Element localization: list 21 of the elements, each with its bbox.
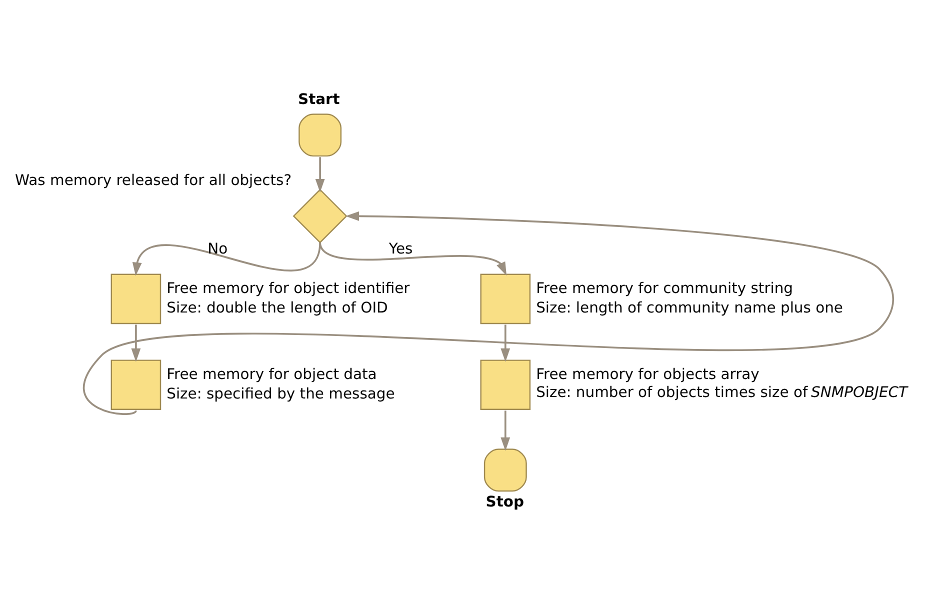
arrow — [131, 324, 141, 362]
arrow — [500, 410, 510, 451]
node-label: Stop — [486, 493, 524, 510]
node-label: Free memory for community string — [536, 280, 794, 297]
edge-label: Yes — [388, 240, 413, 258]
node-label: Size: double the length of OID — [166, 300, 388, 317]
node-label: Free memory for objects array — [536, 366, 760, 383]
arrow — [500, 324, 510, 362]
node-label: Free memory for object identifier — [166, 280, 410, 297]
node-label: Was memory released for all objects? — [15, 172, 292, 189]
arrow — [315, 157, 325, 192]
node-label: Start — [298, 90, 340, 108]
arrow — [319, 242, 507, 276]
node-label: Size: length of community name plus one — [536, 300, 844, 317]
arrow — [132, 242, 321, 276]
node-diamond — [292, 188, 348, 244]
node-label: Size: specified by the message — [166, 385, 395, 402]
node-label: Size: number of objects times size of SNMPOBJECT — [536, 384, 908, 402]
arrow — [83, 211, 894, 415]
node-label: Free memory for object data — [166, 366, 377, 383]
edge-label: No — [208, 240, 228, 258]
